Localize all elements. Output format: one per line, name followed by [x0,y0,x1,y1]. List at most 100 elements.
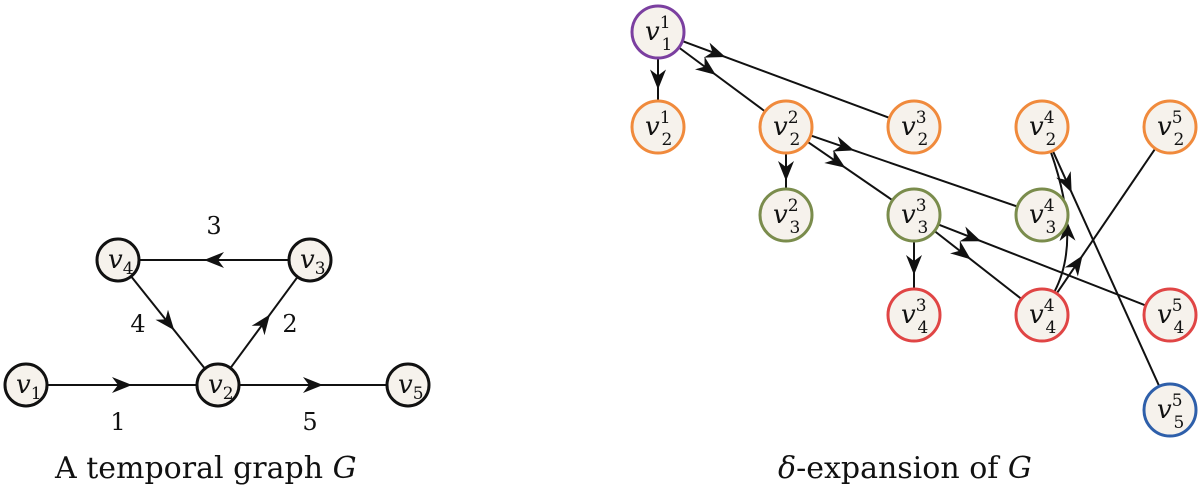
node-label-base: v [300,245,315,275]
right-edge-v1_1-v2_1 [650,58,666,101]
edge-label: 3 [206,212,221,240]
node-label-base: v [108,245,123,275]
right-edge-v2_2-v3_3 [806,140,894,202]
left-edge-v2-v5: 5 [239,377,387,436]
node-label-sup: 4 [1044,296,1055,316]
right-edge-v2_2-v3_2 [778,153,794,189]
left-graph-edges: 1 2 3 4 5 [47,212,387,436]
right-edge-v1_1-v2_2 [678,46,766,113]
edge-arrowhead [650,69,666,90]
node-label-sup: 5 [1172,296,1183,316]
node-label-sup: 5 [1172,391,1183,411]
node-label-sub: 2 [1046,130,1057,150]
node-label-sub: 4 [918,318,929,338]
edge-arrowhead [824,149,846,168]
right-caption-text: -expansion of [796,451,1008,486]
node-label-sup: 1 [660,108,671,128]
node-label-base: v [1029,200,1044,230]
edge-arrowhead [694,56,716,75]
node-label-sub: 5 [1174,413,1185,433]
left-edge-v3-v4: 3 [139,212,289,268]
node-label-sub: 4 [1174,318,1185,338]
edge-label: 5 [302,408,317,436]
edge-arrowhead [251,314,270,336]
edge-arrowhead [303,377,323,393]
node-circle [1014,99,1070,155]
right-edge-v2_4-v5_5 [1051,150,1161,387]
node-circle [3,362,49,408]
node-label-sub: 3 [918,218,929,238]
right-edge-v3_3-v4_5 [937,223,1147,307]
node-label-base: v [1029,300,1044,330]
edge-arrowhead [112,377,132,393]
node-label-sub: 4 [1046,318,1057,338]
node-circle [758,187,814,243]
node-circle [1014,187,1070,243]
node-label-base: v [1157,112,1172,142]
node-circle [195,362,241,408]
node-label-sub: 1 [662,35,673,55]
node-label-base: v [398,370,413,400]
edge-arrowhead [832,136,855,152]
node-label-base: v [645,112,660,142]
node-circle [1014,287,1070,343]
edge-label: 1 [110,408,125,436]
node-v1: v1 [3,362,49,408]
node-label: v2 [208,370,234,404]
node-label: v4 [108,245,134,279]
node-label-sup: 5 [1172,108,1183,128]
edge-arrowhead [906,255,922,275]
node-label-sub: 2 [223,384,234,404]
edge-line [806,140,894,202]
node-label: v5 [398,370,424,404]
node-v5: v5 [385,362,431,408]
node-circle [886,187,942,243]
edge-line [1055,147,1157,295]
edge-arrowhead [703,42,726,58]
node-label-sub: 1 [31,384,42,404]
node-label-base: v [1029,112,1044,142]
node-circle [630,4,686,60]
node-label-base: v [901,200,916,230]
right-edge-v4_4-v2_4 [1049,151,1076,293]
node-v2: v2 [195,362,241,408]
node-label-sub: 4 [123,259,134,279]
edge-arrowhead [1059,220,1076,242]
right-edge-v1_1-v2_3 [682,40,890,119]
node-label: v3 [300,245,326,279]
node-label-base: v [1157,300,1172,330]
left-edge-v1-v2: 1 [47,377,197,436]
node-label-sup: 2 [788,108,799,128]
node-label-base: v [773,200,788,230]
node-label-sup: 4 [1044,196,1055,216]
left-edge-v2-v3: 2 [229,276,299,369]
right-caption-var: G [1008,451,1032,486]
node-label-sup: 2 [788,196,799,216]
node-v4: v4 [95,237,141,283]
edge-label: 2 [282,310,297,338]
node-circle [630,99,686,155]
node-circle [95,237,141,283]
node-label-sub: 2 [1174,130,1185,150]
left-edge-v4-v2: 4 [130,275,206,370]
node-label-sub: 5 [413,384,424,404]
edge-arrowhead [950,240,971,260]
node-label-sup: 3 [916,108,927,128]
